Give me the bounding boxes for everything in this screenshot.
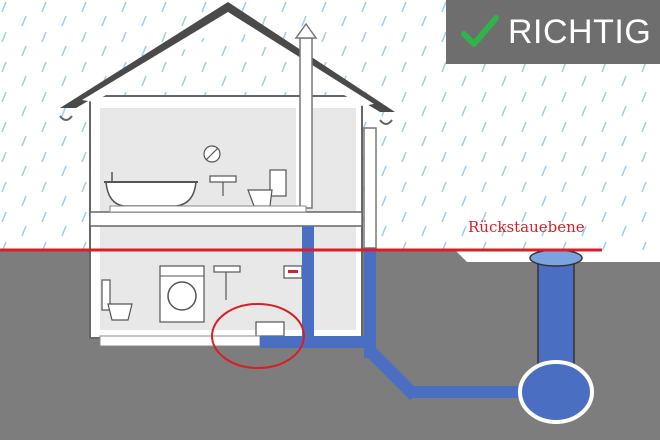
- floor-slab: [89, 211, 363, 227]
- status-label: RICHTIG: [508, 12, 652, 51]
- cistern-box: [283, 265, 303, 279]
- vent-stack: [299, 37, 313, 209]
- status-badge: RICHTIG: [446, 0, 660, 64]
- basement-room: [100, 226, 356, 330]
- washbasin-upper: [203, 145, 237, 196]
- wastewater-pipe: [260, 226, 540, 400]
- backflow-level-label: Rückstauebene: [468, 218, 585, 236]
- highlight-circle: [211, 303, 305, 369]
- washing-machine: [159, 265, 205, 323]
- gutter-right: [379, 119, 393, 125]
- checkmark-icon: [461, 15, 499, 47]
- basement-drain-pipe: [99, 335, 261, 347]
- vent-cap: [294, 22, 318, 39]
- rain-downpipe: [363, 127, 377, 249]
- sewer-shaft: [518, 249, 594, 424]
- toilet-basement: [101, 279, 133, 321]
- gutter-left: [59, 115, 73, 121]
- backflow-valve: [255, 321, 285, 337]
- bathtub: [104, 172, 198, 207]
- washbasin-basement: [213, 265, 241, 300]
